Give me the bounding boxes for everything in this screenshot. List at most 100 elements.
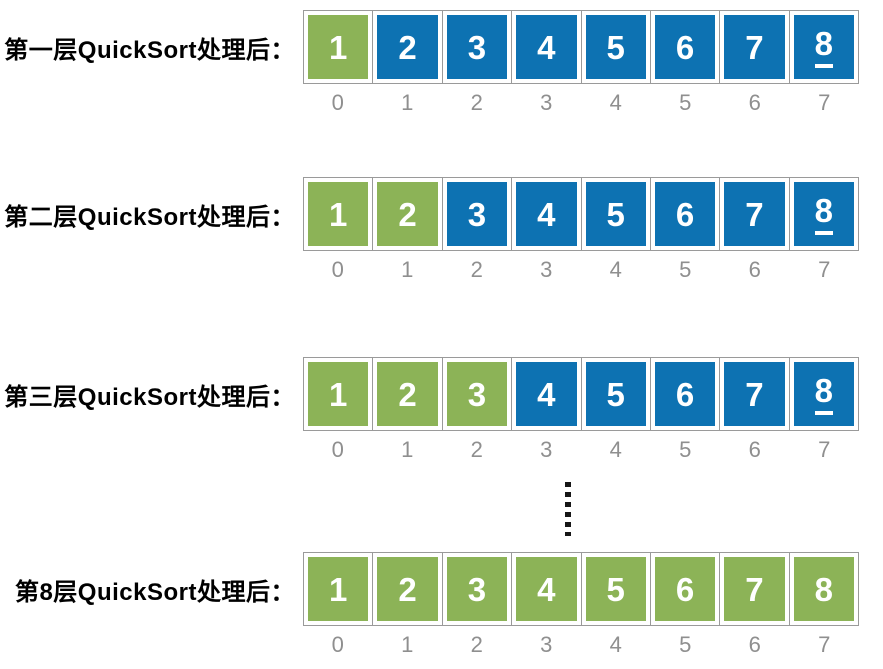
cell-square: 2 (377, 15, 438, 79)
cell-square: 8 (793, 15, 854, 79)
cell-value: 8 (814, 570, 833, 608)
cell-square: 5 (585, 182, 646, 246)
quicksort-level-2-row: 第二层QuickSort处理后： 1 2 3 4 5 6 7 8 0 1 2 3… (0, 177, 883, 283)
cell-square: 3 (446, 557, 508, 621)
cell-square: 6 (654, 362, 716, 426)
cell-square: 7 (724, 182, 785, 246)
cell-value: 1 (329, 28, 348, 66)
cell-value: 5 (606, 195, 625, 233)
index-label: 7 (818, 257, 831, 282)
index-label: 4 (609, 632, 622, 657)
index-label: 0 (331, 632, 344, 657)
cell-value: 7 (745, 28, 764, 66)
level-8-index-row: 0 1 2 3 4 5 6 7 (303, 633, 859, 657)
cell-square: 7 (724, 362, 785, 426)
array-cell: 2 (373, 358, 443, 430)
array-cell: 7 (720, 178, 790, 250)
cell-value: 7 (745, 570, 764, 608)
array-cell: 6 (651, 178, 721, 250)
vertical-ellipsis-icon (565, 482, 571, 536)
cell-value: 3 (467, 28, 487, 66)
index-label: 1 (401, 90, 414, 115)
cell-square: 8 (793, 557, 854, 621)
array-cell: 8 (790, 358, 858, 430)
cell-value: 1 (329, 195, 348, 233)
index-label: 0 (331, 437, 344, 462)
cell-square: 1 (308, 557, 369, 621)
cell-square: 6 (654, 15, 716, 79)
array-cell: 5 (582, 11, 651, 83)
quicksort-level-3-row: 第三层QuickSort处理后： 1 2 3 4 5 6 7 8 0 1 2 3… (0, 357, 883, 463)
index-label: 3 (540, 90, 553, 115)
cell-square: 1 (308, 15, 369, 79)
quicksort-level-8-row: 第8层QuickSort处理后： 1 2 3 4 5 6 7 8 0 1 2 3… (0, 552, 883, 658)
level-3-array: 1 2 3 4 5 6 7 8 (303, 357, 859, 431)
cell-square: 5 (585, 362, 646, 426)
cell-value: 3 (467, 375, 487, 413)
cell-value: 7 (745, 195, 764, 233)
index-label: 0 (331, 90, 344, 115)
index-label: 7 (818, 437, 831, 462)
array-cell: 6 (651, 358, 721, 430)
array-cell: 3 (443, 178, 513, 250)
cell-value: 4 (537, 195, 556, 233)
index-label: 4 (609, 90, 622, 115)
index-label: 7 (818, 90, 831, 115)
cell-value: 6 (675, 28, 695, 66)
index-label: 4 (609, 437, 622, 462)
cell-value: 5 (606, 375, 625, 413)
cell-value: 6 (675, 570, 695, 608)
cell-square: 3 (446, 15, 508, 79)
cell-value: 4 (537, 570, 556, 608)
array-cell: 2 (373, 553, 443, 625)
level-8-label: 第8层QuickSort处理后： (14, 578, 295, 606)
level-1-array: 1 2 3 4 5 6 7 8 (303, 10, 859, 84)
array-cell: 2 (373, 11, 443, 83)
cell-value: 6 (675, 375, 695, 413)
array-cell: 7 (720, 553, 790, 625)
index-label: 1 (401, 437, 414, 462)
index-label: 0 (331, 257, 344, 282)
cell-square: 2 (377, 362, 438, 426)
cell-value: 1 (329, 375, 348, 413)
cell-value: 7 (745, 375, 764, 413)
array-cell: 4 (512, 11, 582, 83)
array-cell: 5 (582, 178, 651, 250)
array-cell: 3 (443, 11, 513, 83)
cell-square: 7 (724, 557, 785, 621)
level-2-index-row: 0 1 2 3 4 5 6 7 (303, 258, 859, 282)
index-label: 6 (748, 90, 761, 115)
array-cell: 5 (582, 553, 651, 625)
cell-value: 2 (398, 28, 417, 66)
level-8-array: 1 2 3 4 5 6 7 8 (303, 552, 859, 626)
cell-square: 3 (446, 182, 508, 246)
index-label: 5 (679, 632, 692, 657)
array-cell: 3 (443, 358, 513, 430)
cell-square: 5 (585, 15, 646, 79)
level-1-index-row: 0 1 2 3 4 5 6 7 (303, 91, 859, 115)
cell-square: 8 (793, 362, 854, 426)
cell-value: 2 (398, 195, 417, 233)
index-label: 5 (679, 90, 692, 115)
cell-value: 6 (675, 195, 695, 233)
index-label: 2 (470, 90, 483, 115)
index-label: 6 (748, 437, 761, 462)
cell-square: 8 (793, 182, 854, 246)
index-label: 2 (470, 632, 483, 657)
index-label: 1 (401, 257, 414, 282)
cell-value: 4 (537, 28, 556, 66)
index-label: 6 (748, 632, 761, 657)
cell-square: 5 (585, 557, 646, 621)
cell-square: 6 (654, 557, 716, 621)
index-label: 3 (540, 632, 553, 657)
index-label: 1 (401, 632, 414, 657)
cell-value: 5 (606, 28, 625, 66)
cell-value: 2 (398, 570, 417, 608)
level-3-index-row: 0 1 2 3 4 5 6 7 (303, 438, 859, 462)
level-3-label: 第三层QuickSort处理后： (4, 383, 295, 411)
level-1-label: 第一层QuickSort处理后： (4, 36, 295, 64)
array-cell: 6 (651, 11, 721, 83)
array-cell: 7 (720, 11, 790, 83)
cell-square: 4 (516, 362, 577, 426)
